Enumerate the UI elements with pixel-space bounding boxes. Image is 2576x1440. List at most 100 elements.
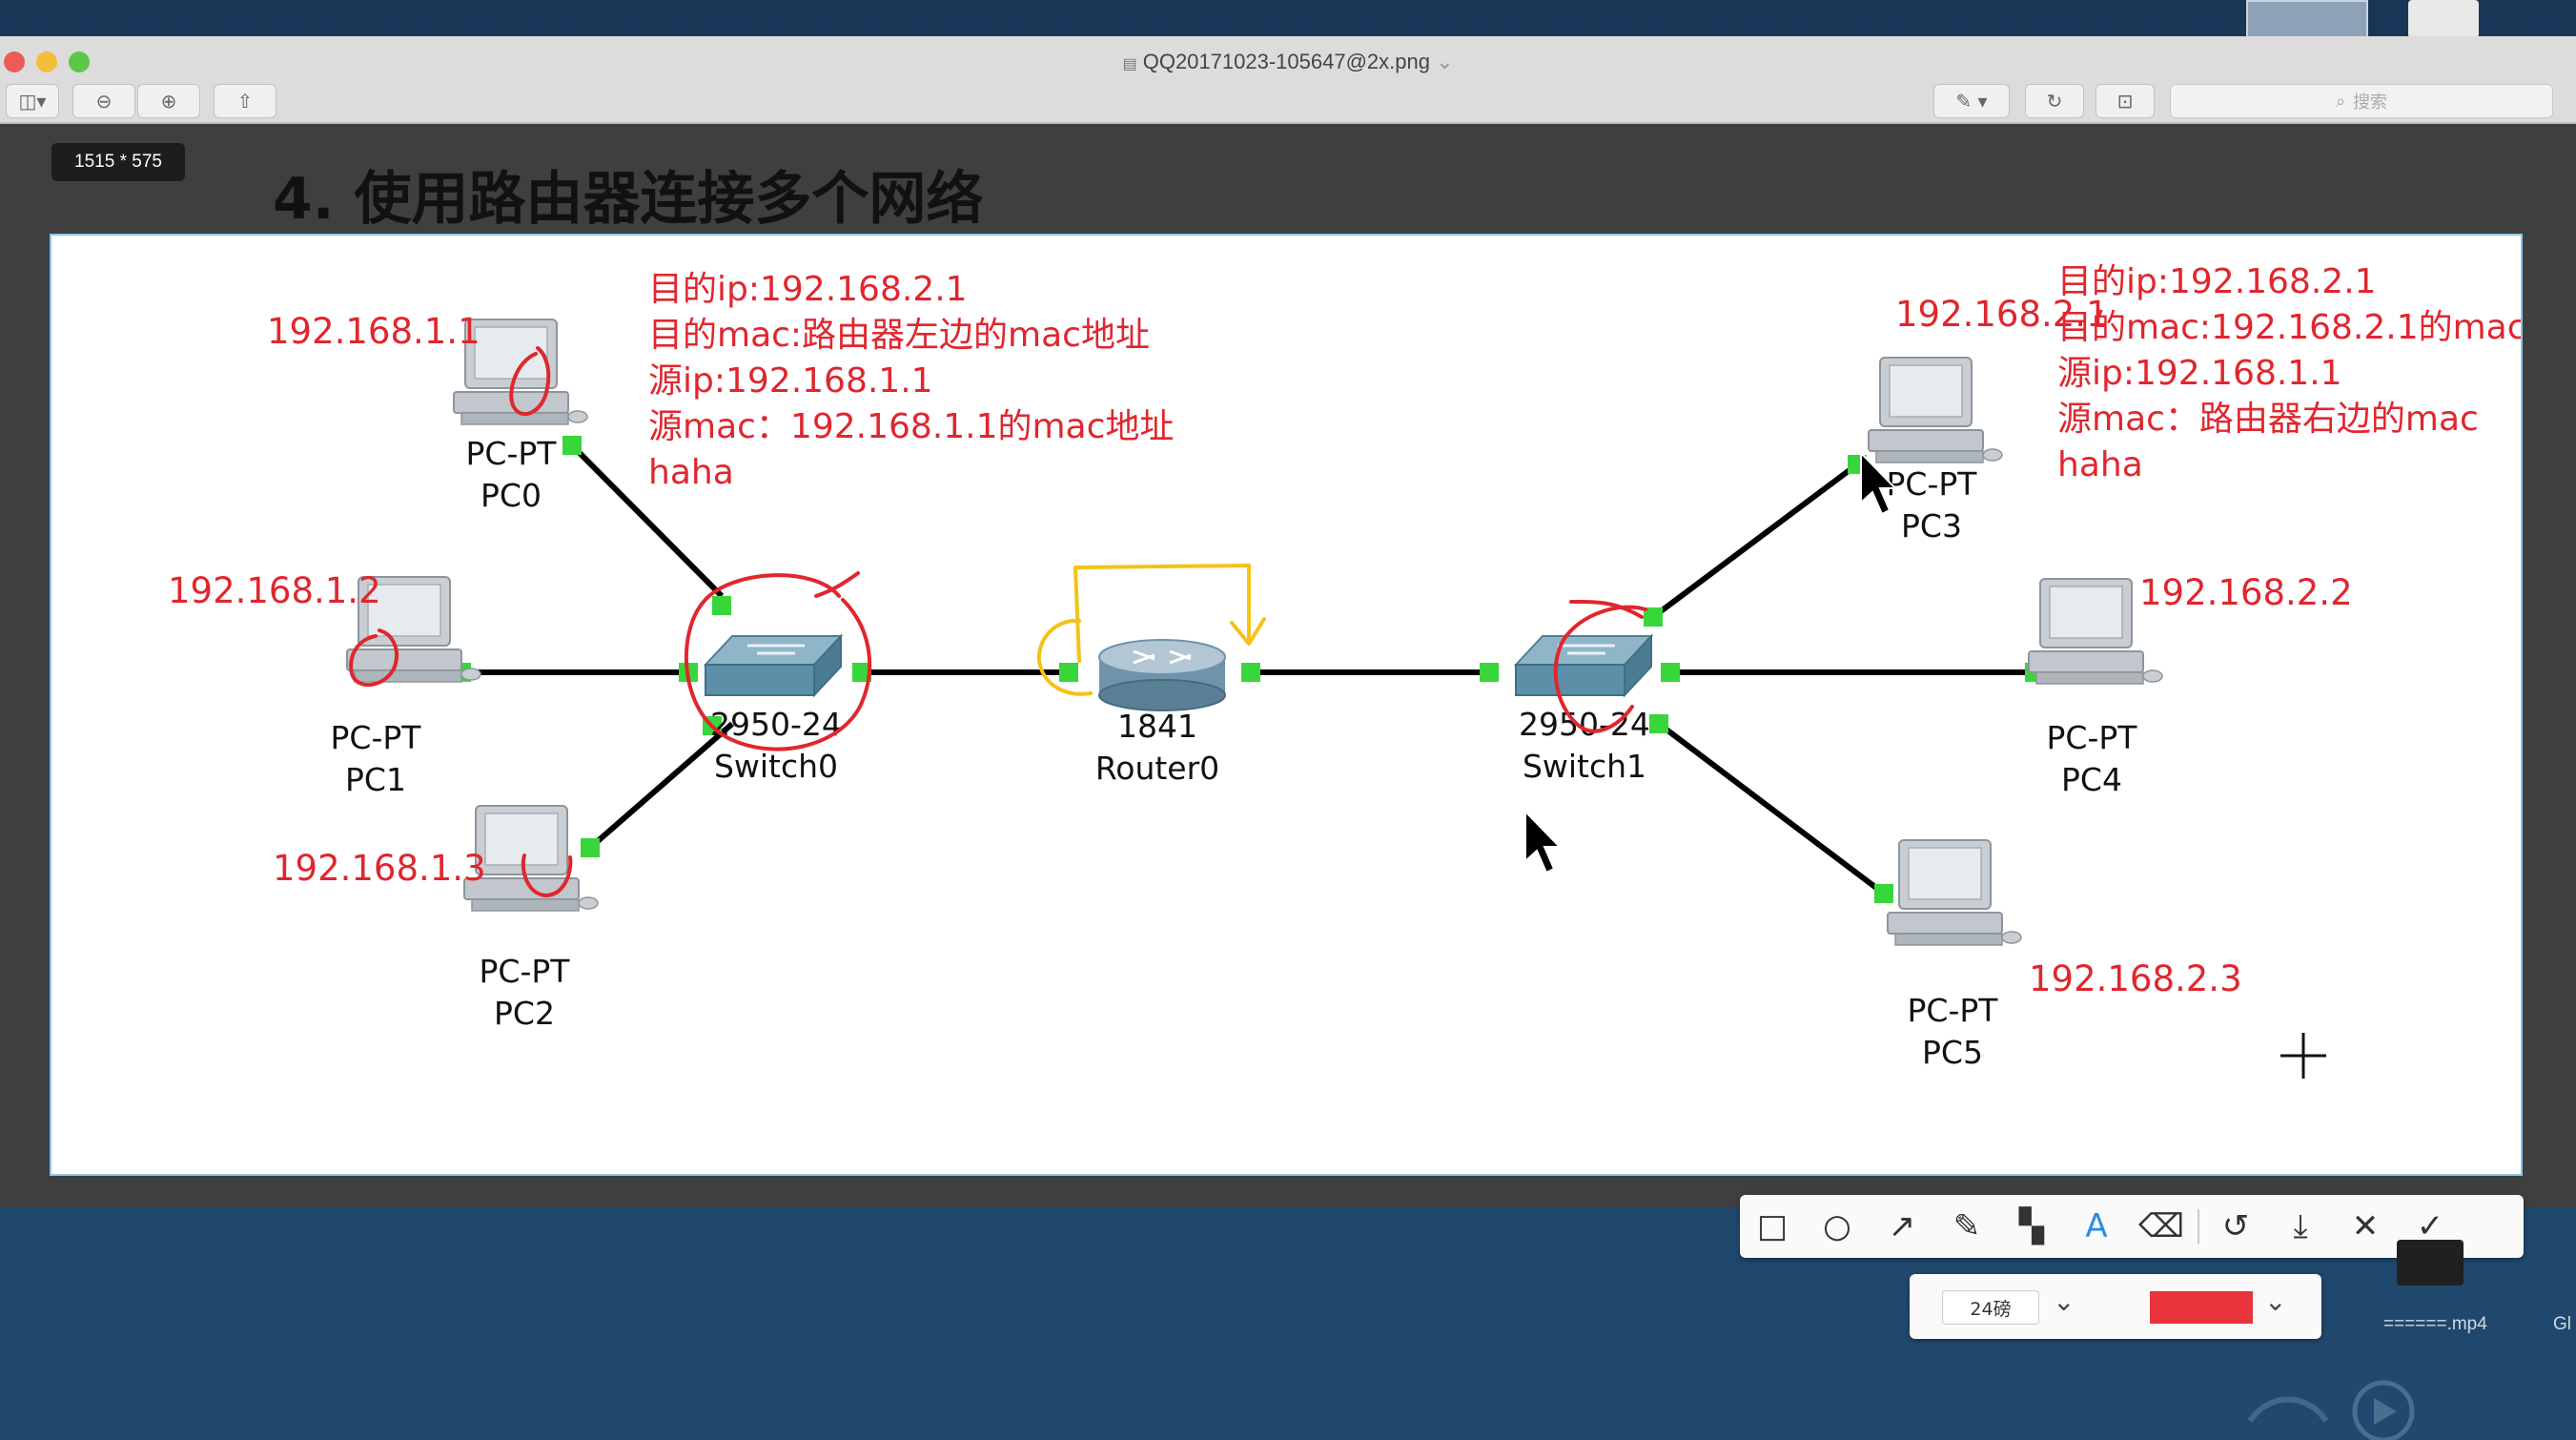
mouse-cursor xyxy=(1524,809,1563,874)
switch0-circle xyxy=(684,573,872,751)
document-icon: ▤ xyxy=(1122,56,1137,72)
pc3-ip-label: 192.168.2.1 xyxy=(1895,294,2109,335)
text-options-bar: 24磅 ⌄ ⌄ xyxy=(1910,1274,2321,1339)
annotation-line: 源mac：路由器右边的mac xyxy=(2057,400,2479,439)
font-size-chevron-down-icon[interactable]: ⌄ xyxy=(2053,1286,2075,1317)
pc3-device[interactable] xyxy=(1868,357,2003,463)
toolbar-divider xyxy=(2198,1209,2199,1244)
right-annotation: 目的ip:192.168.2.1 目的mac:192.168.2.1的mac 源… xyxy=(2057,262,2521,484)
switch0-model-label: 2950-24 xyxy=(710,706,842,743)
watermark-logo xyxy=(2247,1380,2415,1440)
pc4-ip-label: 192.168.2.2 xyxy=(2139,572,2353,613)
zoom-out-icon: ⊖ xyxy=(95,90,112,113)
pc1-mark xyxy=(349,628,399,687)
rotate-button[interactable]: ↻ xyxy=(2025,84,2084,118)
search-field[interactable]: ⌕ 搜索 xyxy=(2170,84,2553,118)
cable-pc2-switch0 xyxy=(588,721,734,851)
sidebar-toggle-button[interactable]: ◫▾ xyxy=(6,84,59,118)
link-light xyxy=(712,596,731,615)
pc2-name-label: PC2 xyxy=(494,995,555,1032)
dock-app-icon[interactable] xyxy=(2408,0,2479,38)
cables xyxy=(461,442,2034,896)
close-window-button[interactable] xyxy=(4,51,25,72)
toolbox-icon: ⊡ xyxy=(2116,90,2134,113)
arrow-icon[interactable]: ↗ xyxy=(1888,1207,1916,1245)
pen-icon[interactable]: ✎ xyxy=(1952,1207,1981,1245)
ellipse-icon[interactable]: ○ xyxy=(1823,1207,1851,1245)
pc5-type-label: PC-PT xyxy=(1908,992,1999,1029)
annotation-line: 目的mac:192.168.2.1的mac xyxy=(2057,308,2521,347)
desktop-file-thumbnail[interactable] xyxy=(2397,1240,2464,1286)
mouse-cursor xyxy=(1860,450,1898,516)
undo-icon[interactable]: ↺ xyxy=(2221,1207,2250,1245)
mosaic-icon[interactable]: ▚ xyxy=(2018,1207,2045,1245)
text-icon[interactable]: A xyxy=(2085,1207,2108,1245)
rotate-icon: ↻ xyxy=(2046,90,2063,113)
switch0-device[interactable] xyxy=(704,634,843,697)
switch0-tick xyxy=(814,571,860,598)
color-chevron-down-icon[interactable]: ⌄ xyxy=(2264,1286,2287,1317)
switch1-device[interactable] xyxy=(1514,634,1653,697)
switch0-name-label: Switch0 xyxy=(714,748,838,785)
close-icon[interactable]: ✕ xyxy=(2351,1207,2380,1245)
title-caret-icon[interactable]: ⌄ xyxy=(1436,50,1454,73)
toolbox-button[interactable]: ⊡ xyxy=(2096,84,2155,118)
desktop-file-label[interactable]: ======.mp4 xyxy=(2383,1314,2487,1334)
link-light xyxy=(1241,663,1260,682)
sidebar-icon: ◫▾ xyxy=(18,90,47,113)
pc5-device[interactable] xyxy=(1887,839,2022,946)
zoom-in-button[interactable]: ⊕ xyxy=(137,84,200,118)
switch1-name-label: Switch1 xyxy=(1523,748,1646,785)
ip-labels: 192.168.1.1 192.168.1.2 192.168.1.3 192.… xyxy=(168,294,2353,999)
pc2-mark xyxy=(521,854,573,898)
zoom-window-button[interactable] xyxy=(69,51,90,72)
pen-icon: ✎ ▾ xyxy=(1955,90,1988,113)
selection-size-badge: 1515 * 575 xyxy=(51,143,185,181)
search-placeholder: 搜索 xyxy=(2353,93,2388,113)
slide-heading: 4. 使用路由器连接多个网络 xyxy=(273,166,984,233)
cable-switch1-pc5 xyxy=(1657,721,1886,896)
router-loop-arrow xyxy=(1073,564,1251,663)
pc0-ip-label: 192.168.1.1 xyxy=(267,311,480,352)
pc2-ip-label: 192.168.1.3 xyxy=(273,848,486,889)
switch1-tick xyxy=(1569,599,1644,619)
yellow-handwriting xyxy=(1036,564,1266,696)
markup-button[interactable]: ✎ ▾ xyxy=(1933,84,2010,118)
router-left-circle xyxy=(1036,618,1093,696)
router-arrowhead xyxy=(1230,617,1266,646)
link-light xyxy=(1874,884,1893,903)
annotation-line: haha xyxy=(648,453,734,492)
font-size-select[interactable]: 24磅 xyxy=(1942,1290,2039,1325)
share-button[interactable]: ⇧ xyxy=(214,84,276,118)
link-light xyxy=(1644,607,1663,627)
switch1-circle xyxy=(1553,605,1647,733)
link-light xyxy=(562,436,582,455)
annotation-line: 目的mac:路由器左边的mac地址 xyxy=(648,316,1150,355)
desktop-edge-label: Gl xyxy=(2553,1314,2571,1334)
crosshair-cursor xyxy=(2280,1033,2326,1079)
confirm-icon[interactable]: ✓ xyxy=(2416,1207,2444,1245)
network-diagram: PC-PT PC0 PC-PT PC1 PC-PT PC2 PC-PT PC3 … xyxy=(168,262,2521,1079)
pc3-name-label: PC3 xyxy=(1901,507,1962,545)
minimize-window-button[interactable] xyxy=(36,51,57,72)
eraser-icon[interactable]: ⌫ xyxy=(2137,1207,2185,1245)
zoom-out-button[interactable]: ⊖ xyxy=(72,84,135,118)
color-swatch[interactable] xyxy=(2150,1291,2253,1324)
link-light xyxy=(1649,714,1668,733)
pc0-name-label: PC0 xyxy=(480,477,542,514)
window-title-text: QQ20171023-105647@2x.png xyxy=(1142,50,1430,73)
pc2-type-label: PC-PT xyxy=(480,953,571,990)
window-title: ▤ QQ20171023-105647@2x.png ⌄ xyxy=(0,50,2576,74)
router0-device[interactable] xyxy=(1097,638,1227,712)
rectangle-icon[interactable]: □ xyxy=(1756,1207,1789,1245)
pc3-type-label: PC-PT xyxy=(1887,465,1978,503)
pc5-name-label: PC5 xyxy=(1922,1034,1983,1071)
router0-model-label: 1841 xyxy=(1117,708,1197,745)
pc0-mark xyxy=(509,346,551,417)
download-icon[interactable]: ⤓ xyxy=(2293,1207,2308,1245)
search-icon: ⌕ xyxy=(2335,91,2346,112)
left-annotation: 目的ip:192.168.2.1 目的mac:路由器左边的mac地址 源ip:1… xyxy=(648,270,1174,492)
link-light xyxy=(581,838,600,857)
annotation-line: 源mac：192.168.1.1的mac地址 xyxy=(648,407,1174,446)
red-handwriting xyxy=(349,346,1647,898)
